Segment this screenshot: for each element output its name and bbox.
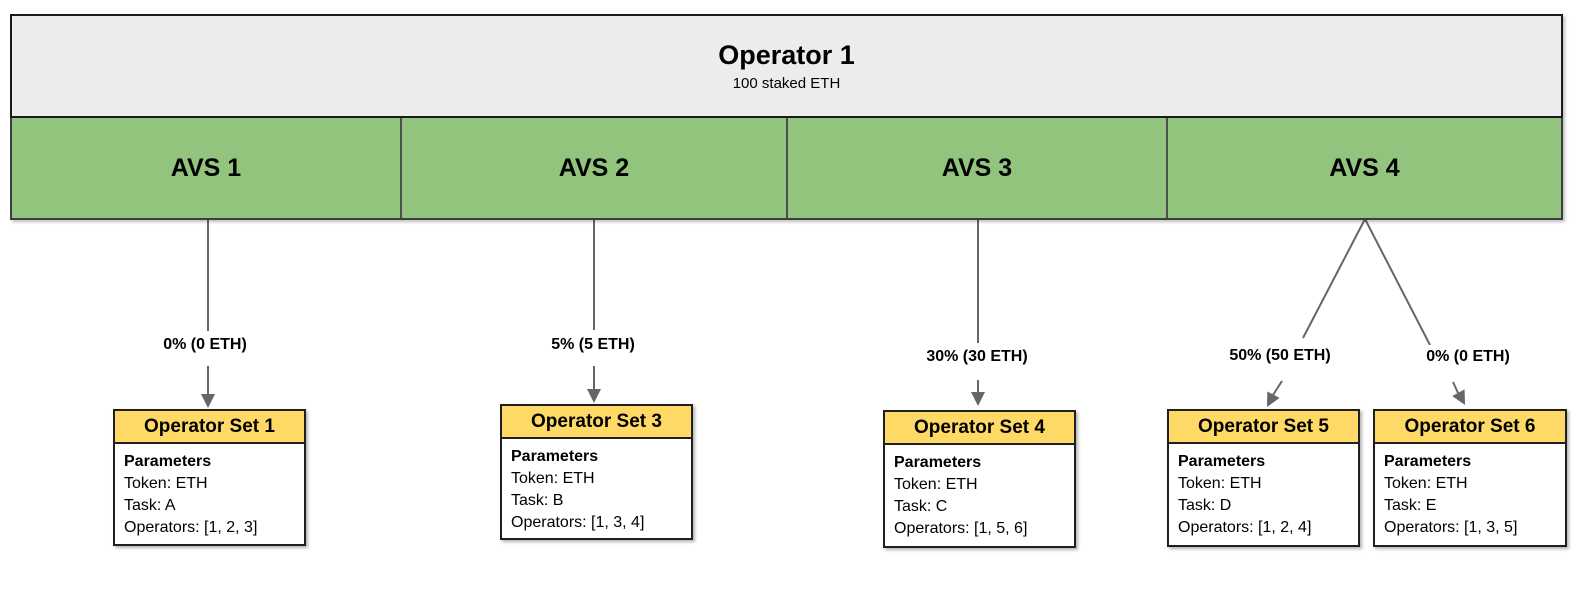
operator-set-3-body: Parameters Token: ETH Task: B Operators:… [502, 439, 691, 534]
allocation-label-avs1: 0% (0 ETH) [156, 333, 254, 357]
avs-segment-2: AVS 2 [402, 118, 788, 218]
operator-set-4-body: Parameters Token: ETH Task: C Operators:… [885, 445, 1074, 540]
edge-avs4-to-set6 [1364, 218, 1465, 405]
operator-set-6-title: Operator Set 6 [1375, 411, 1565, 444]
arrowhead-icon [587, 389, 601, 403]
avs-4-label: AVS 4 [1329, 153, 1400, 182]
avs-segment-1: AVS 1 [12, 118, 402, 218]
task-line: Task: D [1178, 497, 1232, 514]
parameters-heading: Parameters [1384, 453, 1472, 470]
edge-avs4-to-set5 [1267, 218, 1366, 407]
allocation-label-avs4-set5: 50% (50 ETH) [1222, 344, 1338, 368]
operators-line: Operators: [1, 5, 6] [894, 520, 1028, 537]
operator-set-3-title: Operator Set 3 [502, 406, 691, 439]
avs-bar: AVS 1 AVS 2 AVS 3 AVS 4 [10, 118, 1563, 220]
operator-title: Operator 1 [718, 40, 855, 71]
operator-set-card-1: Operator Set 1 Parameters Token: ETH Tas… [113, 409, 306, 546]
operator-set-5-title: Operator Set 5 [1169, 411, 1358, 444]
avs-2-label: AVS 2 [558, 153, 630, 182]
parameters-heading: Parameters [124, 453, 212, 470]
edge-avs3-to-set4 [971, 219, 985, 406]
parameters-heading: Parameters [511, 448, 599, 465]
parameters-heading: Parameters [894, 454, 982, 471]
operator-set-card-6: Operator Set 6 Parameters Token: ETH Tas… [1373, 409, 1567, 547]
token-line: Token: ETH [124, 475, 208, 492]
edge-avs2-to-set3 [587, 219, 601, 403]
task-line: Task: A [124, 497, 176, 514]
arrowhead-icon [971, 392, 985, 406]
arrowhead-icon [1267, 391, 1280, 407]
parameters-heading: Parameters [1178, 453, 1266, 470]
token-line: Token: ETH [511, 470, 595, 487]
operator-set-6-body: Parameters Token: ETH Task: E Operators:… [1375, 444, 1565, 539]
allocation-label-avs2: 5% (5 ETH) [544, 333, 642, 357]
token-line: Token: ETH [1384, 475, 1468, 492]
allocation-label-avs3: 30% (30 ETH) [919, 345, 1035, 369]
operators-line: Operators: [1, 2, 4] [1178, 519, 1312, 536]
task-line: Task: B [511, 492, 564, 509]
token-line: Token: ETH [894, 476, 978, 493]
arrowhead-icon [201, 394, 215, 408]
operator-set-1-title: Operator Set 1 [115, 411, 304, 444]
operators-line: Operators: [1, 3, 5] [1384, 519, 1518, 536]
avs-3-label: AVS 3 [941, 153, 1013, 182]
operators-line: Operators: [1, 3, 4] [511, 514, 645, 531]
operator-node: Operator 1 100 staked ETH [10, 14, 1563, 118]
allocation-label-avs4-set6: 0% (0 ETH) [1419, 345, 1517, 369]
avs-segment-3: AVS 3 [788, 118, 1168, 218]
operator-set-1-body: Parameters Token: ETH Task: A Operators:… [115, 444, 304, 539]
avs-1-label: AVS 1 [170, 153, 242, 182]
edge-avs1-to-set1 [201, 219, 215, 408]
operator-set-4-title: Operator Set 4 [885, 412, 1074, 445]
avs-segment-4: AVS 4 [1168, 118, 1561, 218]
operators-line: Operators: [1, 2, 3] [124, 519, 258, 536]
operator-set-card-5: Operator Set 5 Parameters Token: ETH Tas… [1167, 409, 1360, 547]
operator-set-card-3: Operator Set 3 Parameters Token: ETH Tas… [500, 404, 693, 540]
operator-set-card-4: Operator Set 4 Parameters Token: ETH Tas… [883, 410, 1076, 548]
token-line: Token: ETH [1178, 475, 1262, 492]
operator-set-5-body: Parameters Token: ETH Task: D Operators:… [1169, 444, 1358, 539]
task-line: Task: E [1384, 497, 1437, 514]
task-line: Task: C [894, 498, 948, 515]
operator-stake-subtitle: 100 staked ETH [732, 74, 841, 92]
arrowhead-icon [1452, 389, 1465, 405]
